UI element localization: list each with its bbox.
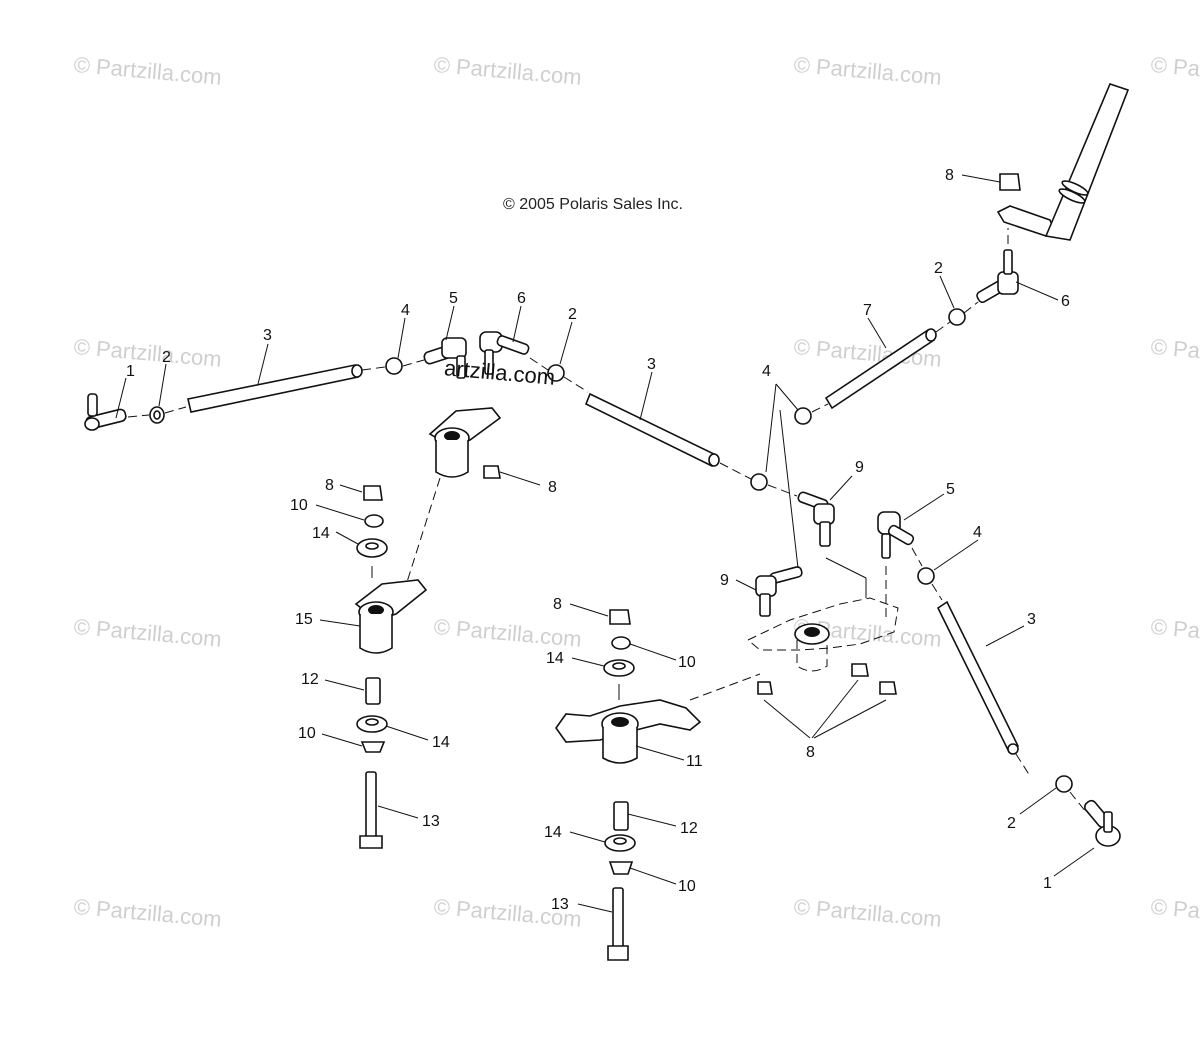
- callout-10: 10: [298, 725, 316, 742]
- callout-2: 2: [162, 349, 171, 366]
- idler-bracket-right: [747, 597, 899, 672]
- washer-10-left-top: [364, 514, 384, 528]
- callout-2: 2: [1007, 815, 1016, 832]
- callout-13: 13: [422, 813, 440, 830]
- callout-12: 12: [301, 671, 319, 688]
- tie-rod-end-5-right: [877, 511, 915, 559]
- nut-8-right-top: [999, 173, 1021, 191]
- callout-11: 11: [686, 753, 703, 770]
- callout-1: 1: [126, 363, 135, 380]
- nut-8-left: [363, 485, 383, 501]
- spacer-12-center: [613, 801, 629, 831]
- jam-nut-4-right-upper: [794, 407, 812, 425]
- jam-nut-4-left: [385, 357, 403, 375]
- callout-5: 5: [946, 481, 955, 498]
- callout-1: 1: [1043, 875, 1052, 892]
- washer-10-left-bottom: [360, 741, 386, 753]
- jam-nut-2-center: [547, 364, 565, 382]
- callout-3: 3: [647, 356, 656, 373]
- tie-rod-end-9-upper: [797, 491, 835, 547]
- idler-arm-15: [354, 579, 428, 654]
- callout-4: 4: [973, 524, 982, 541]
- idler-arm-upper-left: [428, 407, 502, 478]
- callout-10: 10: [678, 878, 696, 895]
- callout-5: 5: [449, 290, 458, 307]
- callout-2: 2: [568, 306, 577, 323]
- washer-14-left-bottom: [356, 715, 388, 733]
- callout-15: 15: [295, 611, 313, 628]
- washer-14-left-top: [356, 538, 388, 558]
- washer-10-center-top: [611, 636, 631, 650]
- callout-4: 4: [401, 302, 410, 319]
- washer-14-center-bottom: [604, 834, 636, 852]
- callout-8: 8: [945, 167, 954, 184]
- callout-2: 2: [934, 260, 943, 277]
- callout-3: 3: [263, 327, 272, 344]
- bolt-13-left: [359, 771, 383, 849]
- tie-rod-left: [187, 364, 363, 413]
- callout-4: 4: [762, 363, 771, 380]
- tie-rod-end-1-right: [1084, 799, 1121, 847]
- jam-nut-4-right-lower: [917, 567, 935, 585]
- callout-6: 6: [517, 290, 526, 307]
- callout-12: 12: [680, 820, 698, 837]
- tie-rod-right-lower: [936, 600, 1020, 755]
- tie-rod-end-6-right: [976, 249, 1019, 304]
- callout-8: 8: [806, 744, 815, 761]
- callout-14: 14: [546, 650, 564, 667]
- bolt-13-center: [607, 887, 629, 961]
- callout-8: 8: [548, 479, 557, 496]
- callout-10: 10: [290, 497, 308, 514]
- spacer-12-left: [365, 677, 381, 705]
- pitman-arm-11: [555, 699, 702, 764]
- jam-nut-2-right-upper: [948, 308, 966, 326]
- callout-9: 9: [720, 572, 729, 589]
- callout-6: 6: [1061, 293, 1070, 310]
- tie-rod-end-left: [84, 393, 127, 431]
- washer-10-center-bottom: [608, 861, 634, 875]
- tie-rod-end-6-left: [479, 331, 530, 375]
- callout-14: 14: [432, 734, 450, 751]
- tie-rod-center: [584, 392, 720, 468]
- washer-14-center-top: [603, 659, 635, 677]
- jam-nut-2-right-lower: [1055, 775, 1073, 793]
- callout-9: 9: [855, 459, 864, 476]
- callout-14: 14: [312, 525, 330, 542]
- tie-rod-end-9-lower: [755, 566, 803, 617]
- tie-rod-7: [824, 328, 937, 410]
- jam-nut-4-center: [750, 473, 768, 491]
- copyright-notice: © 2005 Polaris Sales Inc.: [503, 196, 683, 213]
- callout-3: 3: [1027, 611, 1036, 628]
- callout-labels: 1 2 3 4 5 6 2 3 8 8 10 14 15 12 10 14 13…: [126, 167, 1070, 913]
- nut-8-center: [609, 609, 631, 625]
- callout-13: 13: [551, 896, 569, 913]
- callout-14: 14: [544, 824, 562, 841]
- nuts-8-right: [757, 663, 897, 695]
- tie-rod-end-5-left: [423, 337, 467, 379]
- steering-shaft-arm: [996, 83, 1130, 241]
- callout-7: 7: [863, 302, 872, 319]
- jam-nut-left: [149, 406, 165, 424]
- callout-8: 8: [325, 477, 334, 494]
- callout-10: 10: [678, 654, 696, 671]
- nut-8-left-upper: [483, 465, 501, 479]
- callout-8: 8: [553, 596, 562, 613]
